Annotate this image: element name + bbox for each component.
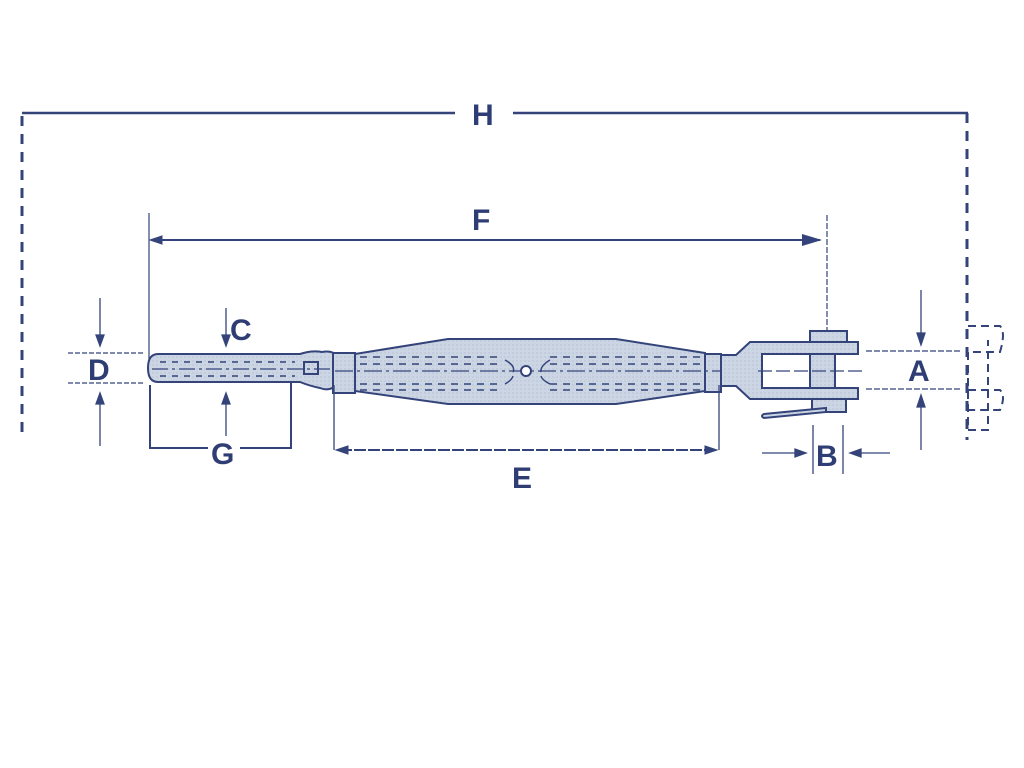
label-d: D — [88, 354, 110, 387]
label-g: G — [211, 438, 234, 471]
dimension-d — [68, 298, 145, 446]
swage-stud — [146, 350, 340, 391]
dimension-c — [221, 308, 231, 436]
label-h: H — [472, 99, 494, 132]
label-e: E — [512, 462, 532, 495]
dimension-g — [149, 368, 292, 449]
dimension-f — [148, 213, 828, 370]
fork-end — [720, 330, 862, 420]
dimension-e — [333, 385, 720, 455]
label-f: F — [472, 204, 490, 237]
dimension-b — [762, 425, 890, 474]
label-c: C — [230, 314, 252, 347]
label-a: A — [908, 355, 930, 388]
label-b: B — [816, 440, 838, 473]
dimension-a — [866, 290, 960, 450]
turnbuckle-body — [332, 338, 740, 405]
phantom-toggle-outline — [967, 325, 1004, 431]
